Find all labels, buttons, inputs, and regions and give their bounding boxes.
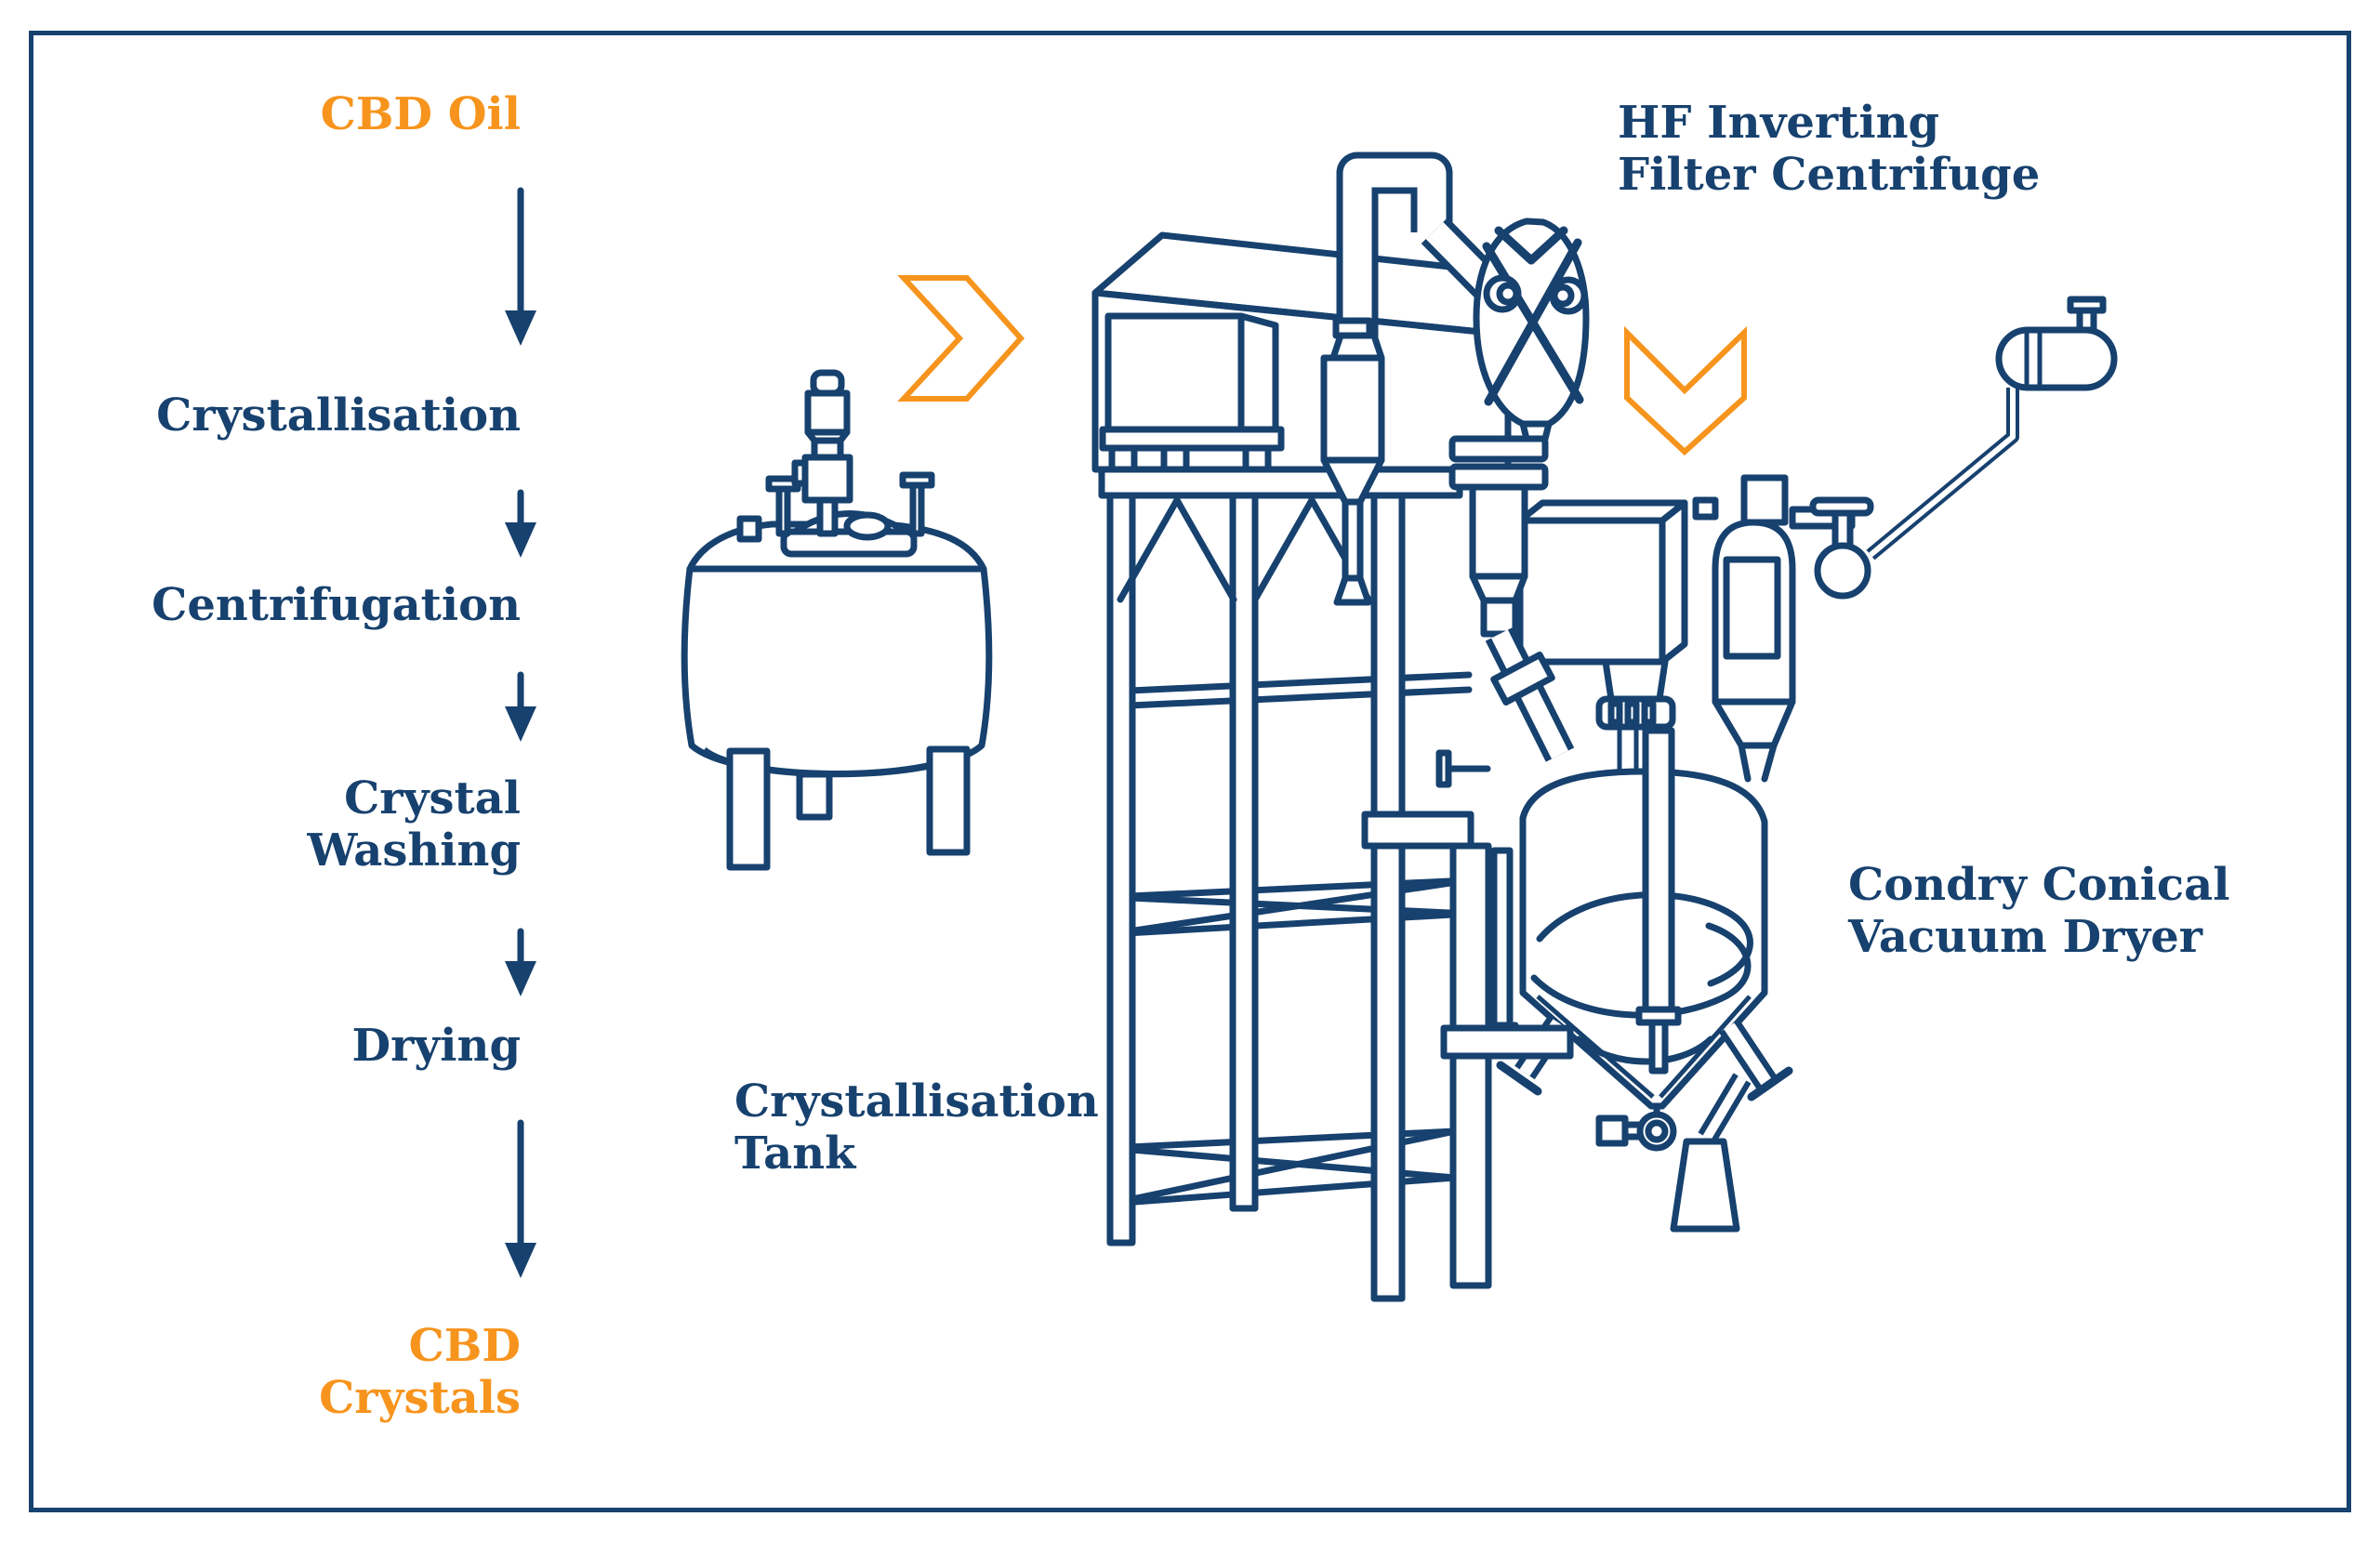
centrifuge-drum xyxy=(1473,218,1590,428)
dryer-feed-box xyxy=(1516,499,1688,777)
flow-arrow xyxy=(505,671,536,742)
cyclone-filter-unit xyxy=(1692,296,2118,783)
flow-step-centrifugation: Centrifugation xyxy=(152,579,521,631)
flow-arrow xyxy=(505,928,536,996)
crystallisation-tank-label: Crystallisation Tank xyxy=(734,1075,1099,1180)
chevron-down-icon xyxy=(1624,325,1747,456)
chevron-right-icon xyxy=(897,275,1025,402)
centrifuge-housing xyxy=(1091,231,1547,473)
dust-cyclone xyxy=(1320,317,1385,606)
flow-step-drying: Drying xyxy=(351,1020,522,1072)
discharge-column xyxy=(1435,420,1575,788)
flow-step-cbd-oil: CBD Oil xyxy=(320,88,521,140)
flow-step-crystallisation: Crystallisation xyxy=(156,389,521,442)
flow-arrow xyxy=(505,1119,536,1278)
hf-inverting-filter-centrifuge-label: HF Inverting Filter Centrifuge xyxy=(1618,97,2041,201)
vacuum-dryer-vessel xyxy=(1440,727,1793,1233)
flow-step-crystal-washing: Crystal Washing xyxy=(307,772,521,877)
flow-step-cbd-crystals: CBD Crystals xyxy=(319,1320,521,1424)
condenser-capsule xyxy=(1995,296,2118,391)
diagram-border xyxy=(29,31,2351,1512)
flow-arrow xyxy=(505,489,536,558)
scaffold-tower xyxy=(1098,464,1473,1302)
crystallisation-tank-illustration xyxy=(681,369,993,871)
condry-conical-vacuum-dryer-label: Condry Conical Vacuum Dryer xyxy=(1848,859,2230,963)
dryer-support xyxy=(1361,811,1519,1289)
flow-arrow xyxy=(505,187,536,346)
flow-arrows xyxy=(505,187,536,1278)
